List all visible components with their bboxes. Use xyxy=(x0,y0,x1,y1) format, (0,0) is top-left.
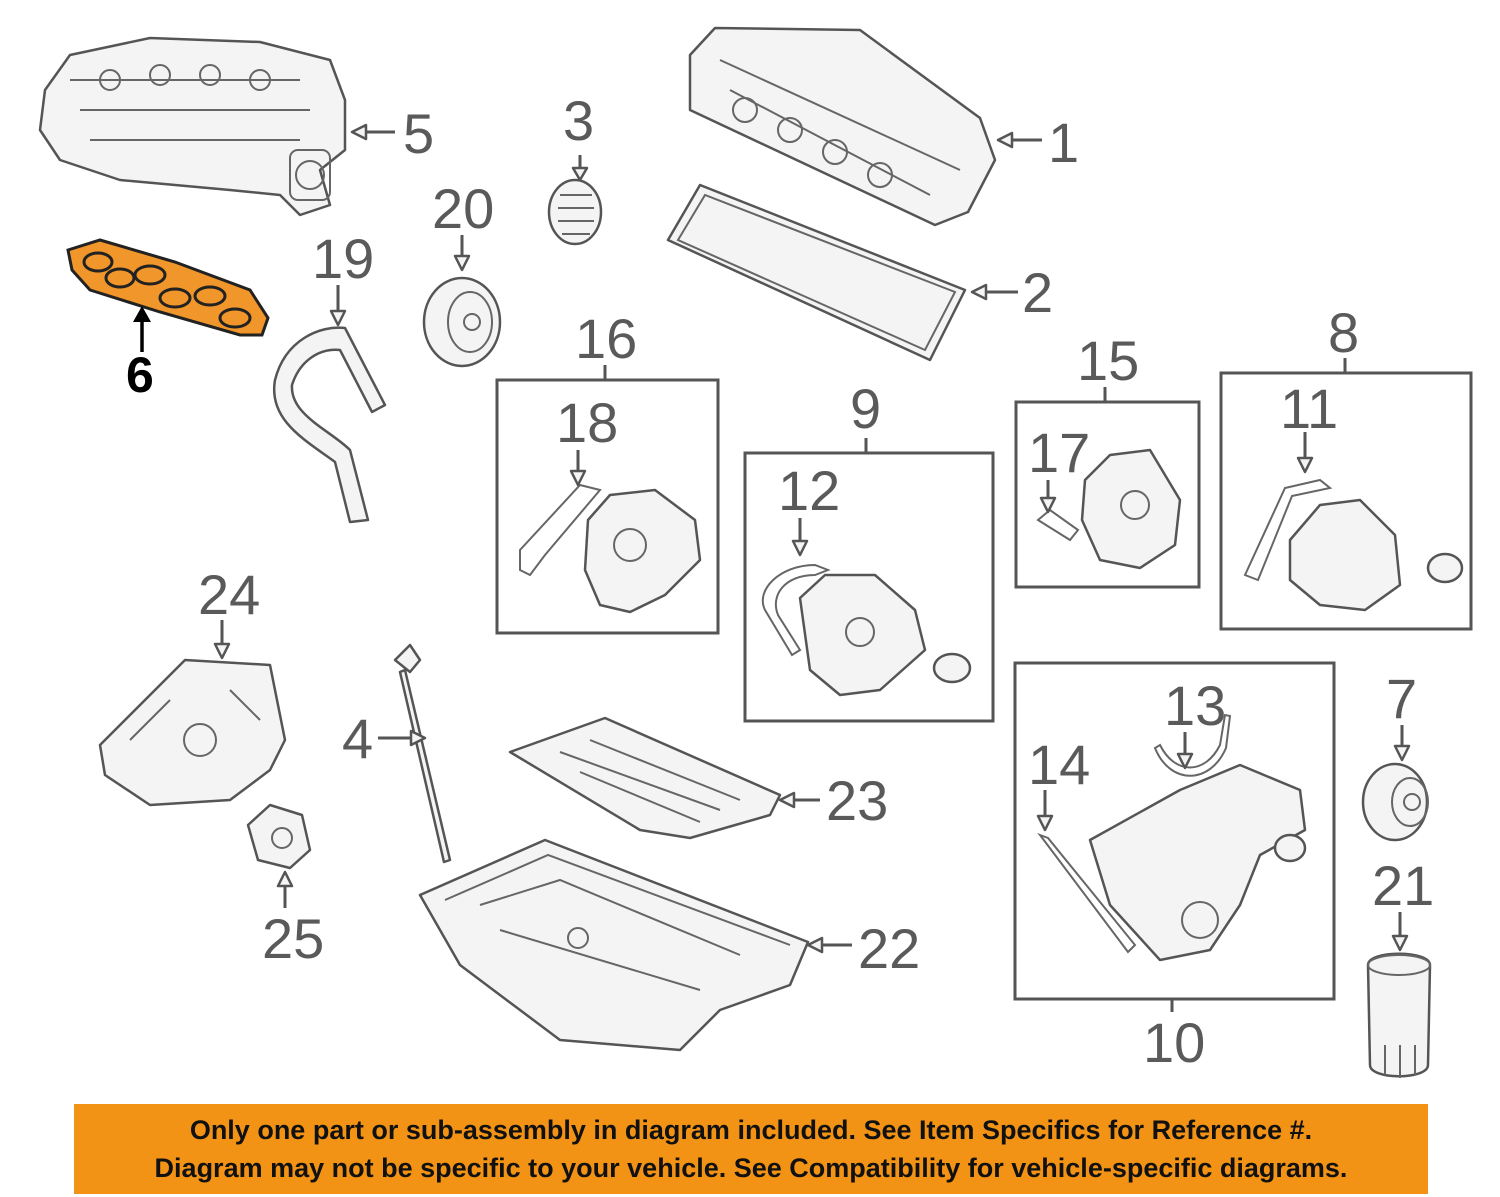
callout-8: 8 xyxy=(1328,301,1359,364)
part-25-filter-adapter[interactable] xyxy=(246,803,312,870)
part-12-seal[interactable] xyxy=(762,563,831,657)
callout-13: 13 xyxy=(1164,674,1226,737)
callout-3: 3 xyxy=(563,89,594,152)
disclaimer-line-2: Diagram may not be specific to your vehi… xyxy=(154,1153,1348,1183)
group-box-16 xyxy=(495,378,720,635)
callout-1: 1 xyxy=(1048,111,1079,174)
part-19-timing-belt[interactable] xyxy=(272,326,387,524)
part-15-timing-cover[interactable] xyxy=(1080,448,1182,570)
callout-21: 21 xyxy=(1372,854,1434,917)
callout-7: 7 xyxy=(1386,667,1417,730)
part-14-seal[interactable] xyxy=(1037,832,1137,954)
part-20-pulley[interactable] xyxy=(422,276,502,368)
callout-12: 12 xyxy=(778,459,840,522)
callout-14: 14 xyxy=(1028,733,1090,796)
callout-16: 16 xyxy=(575,307,637,370)
callout-20: 20 xyxy=(432,177,494,240)
group-box-9 xyxy=(743,451,995,723)
part-17-seal[interactable] xyxy=(1036,508,1080,542)
callout-5: 5 xyxy=(403,102,434,165)
part-1-valve-cover[interactable] xyxy=(688,26,997,227)
part-13-seal[interactable] xyxy=(1153,713,1232,777)
callout-4: 4 xyxy=(342,707,373,770)
callout-6: 6 xyxy=(126,347,154,403)
part-3-oil-filler-cap[interactable] xyxy=(547,178,603,246)
callout-10: 10 xyxy=(1143,1011,1205,1074)
part-16-timing-cover[interactable] xyxy=(583,488,702,614)
part-4-dipstick[interactable] xyxy=(393,643,452,864)
part-10-timing-cover[interactable] xyxy=(1088,763,1307,962)
part-21-oil-filter[interactable] xyxy=(1366,952,1432,1078)
callout-17: 17 xyxy=(1028,421,1090,484)
part-23-baffle-plate[interactable] xyxy=(508,716,782,840)
part-24-oil-pump[interactable] xyxy=(98,658,287,807)
part-18-seal[interactable] xyxy=(519,483,602,577)
part-2-valve-cover-gasket[interactable] xyxy=(666,183,967,362)
part-7-crank-pulley[interactable] xyxy=(1361,762,1429,842)
callout-18: 18 xyxy=(556,391,618,454)
callout-11: 11 xyxy=(1280,377,1338,440)
callout-25: 25 xyxy=(262,907,324,970)
group-box-15 xyxy=(1014,400,1201,589)
part-6-intake-gasket[interactable] xyxy=(66,238,270,337)
callout-22: 22 xyxy=(858,917,920,980)
callout-9: 9 xyxy=(850,377,881,440)
part-8-timing-cover[interactable] xyxy=(1288,498,1464,612)
callout-23: 23 xyxy=(826,769,888,832)
disclaimer-banner: Only one part or sub-assembly in diagram… xyxy=(74,1104,1428,1194)
callout-15: 15 xyxy=(1077,329,1139,392)
part-11-seal[interactable] xyxy=(1243,478,1333,582)
callout-24: 24 xyxy=(198,563,260,626)
callout-19: 19 xyxy=(312,227,374,290)
disclaimer-line-1: Only one part or sub-assembly in diagram… xyxy=(189,1115,1313,1145)
part-22-oil-pan[interactable] xyxy=(418,838,810,1052)
part-5-intake-manifold[interactable] xyxy=(38,36,347,217)
callout-2: 2 xyxy=(1022,261,1053,324)
group-box-10 xyxy=(1013,661,1336,1001)
part-9-timing-cover[interactable] xyxy=(798,573,972,697)
